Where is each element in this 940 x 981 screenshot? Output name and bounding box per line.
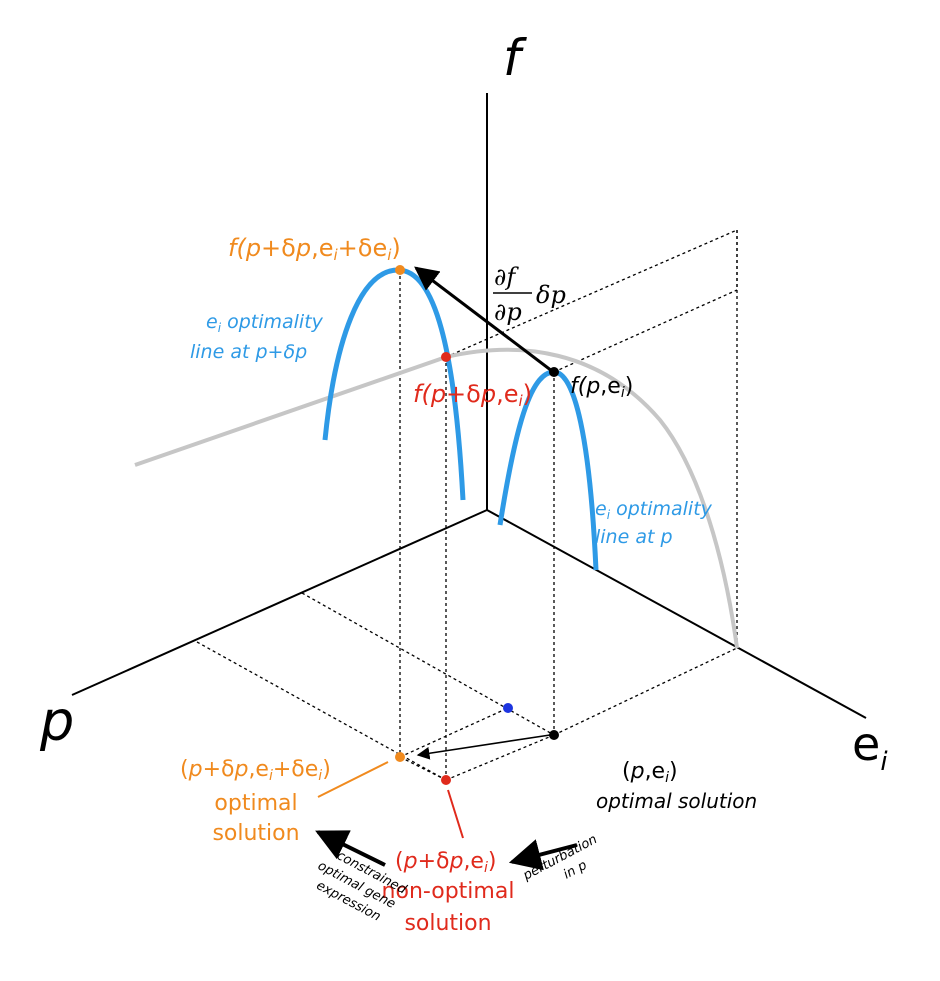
f-axis-label: f xyxy=(503,29,527,87)
line-at-p-plus-label-1: ei optimality xyxy=(206,311,324,335)
orange-point-line2: optimal xyxy=(214,791,297,816)
derivative-label: ∂f ∂p δp xyxy=(493,263,566,326)
wall-lines xyxy=(445,229,738,373)
line-at-p-plus-label-2: line at p+δp xyxy=(190,341,307,363)
perturbation-arrow xyxy=(508,839,578,871)
svg-text:∂p: ∂p xyxy=(494,298,522,326)
red-point-line3: solution xyxy=(404,911,491,936)
black-point-line2: optimal solution xyxy=(596,789,757,813)
blue-floor-dot xyxy=(503,703,513,713)
floor-grid xyxy=(196,592,738,781)
line-at-p-label-2: line at p xyxy=(595,526,673,548)
p-axis-label: p xyxy=(39,690,74,753)
floor-arrow xyxy=(416,734,551,760)
orange-peak-dot xyxy=(395,265,405,275)
red-floor-dot xyxy=(441,775,451,785)
perturbation-label: perturbation in p xyxy=(520,832,600,884)
orange-pointer xyxy=(317,761,389,798)
red-curve-dot xyxy=(441,352,451,362)
red-pointer xyxy=(447,789,464,839)
e-axis xyxy=(486,509,867,719)
e-axis-label: ei xyxy=(852,717,888,777)
p-axis xyxy=(71,509,488,696)
red-point-line2: non-optimal xyxy=(382,879,515,904)
f-perturbed-optimal-label: f(p+δp,ei+δei) xyxy=(228,234,401,264)
global-optimum-curve xyxy=(134,347,739,649)
svg-text:∂f: ∂f xyxy=(494,263,519,291)
orange-point-label: (p+δp,ei+δei) xyxy=(180,757,331,784)
orange-floor-dot xyxy=(395,752,405,762)
f-perturbed-nonopt-label: f(p+δp,ei) xyxy=(413,380,532,410)
svg-text:δp: δp xyxy=(536,281,566,309)
gradient-arrow xyxy=(414,266,553,373)
black-floor-dot xyxy=(549,730,559,740)
vertical-drops xyxy=(399,230,738,780)
black-curve-dot xyxy=(549,367,559,377)
black-point-label: (p,ei) xyxy=(622,759,678,786)
f-original-label: f(p,ei) xyxy=(570,374,633,401)
line-at-p-label-1: ei optimality xyxy=(595,498,713,522)
red-point-label: (p+δp,ei) xyxy=(395,849,496,876)
constrained-arrow xyxy=(315,830,386,867)
orange-point-line3: solution xyxy=(212,821,299,846)
